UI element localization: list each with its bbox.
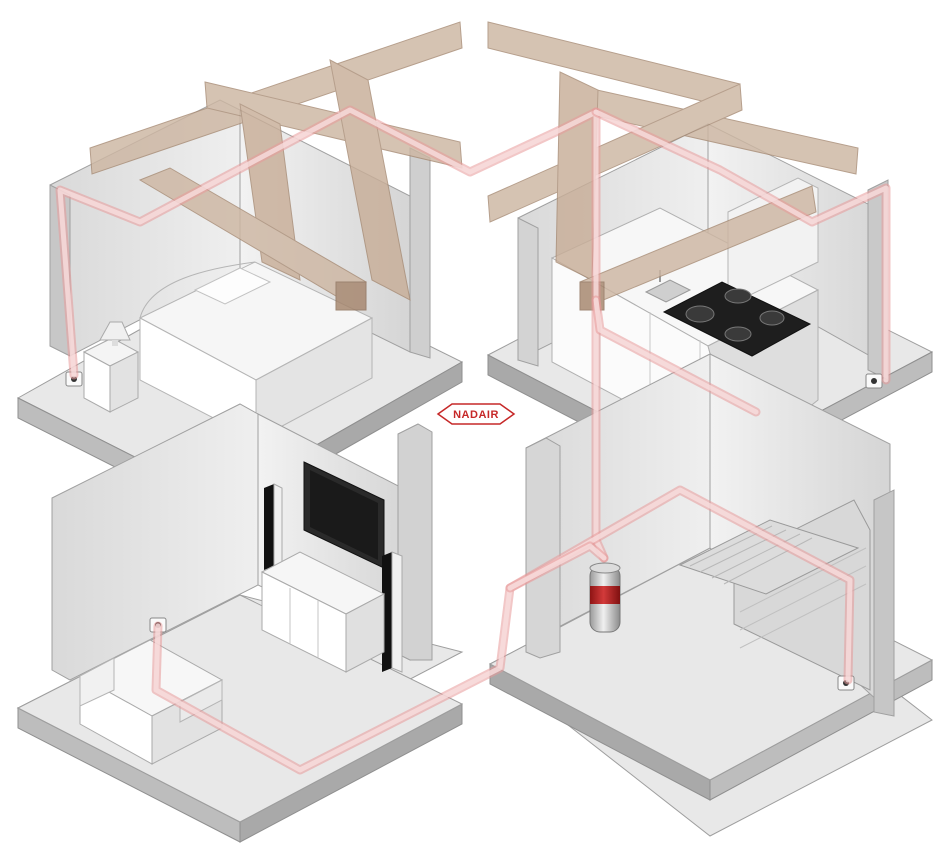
garage-room [488,353,934,837]
logo-text: NADAIR [453,409,499,421]
vacuum-piping [55,105,891,775]
lamp-icon [99,321,131,346]
living-room [16,403,464,843]
central-vacuum-unit-icon [589,562,621,633]
nightstand-icon [82,337,140,413]
bed-icon [138,261,374,441]
nadair-logo: NADAIR [436,403,516,425]
sofa-icon [78,639,224,765]
tv-stand-icon [260,551,386,673]
roof-truss-right [487,21,859,311]
roof-truss-left [89,21,463,311]
cooktop-icon [662,281,812,357]
garage-door-icon [678,499,871,691]
